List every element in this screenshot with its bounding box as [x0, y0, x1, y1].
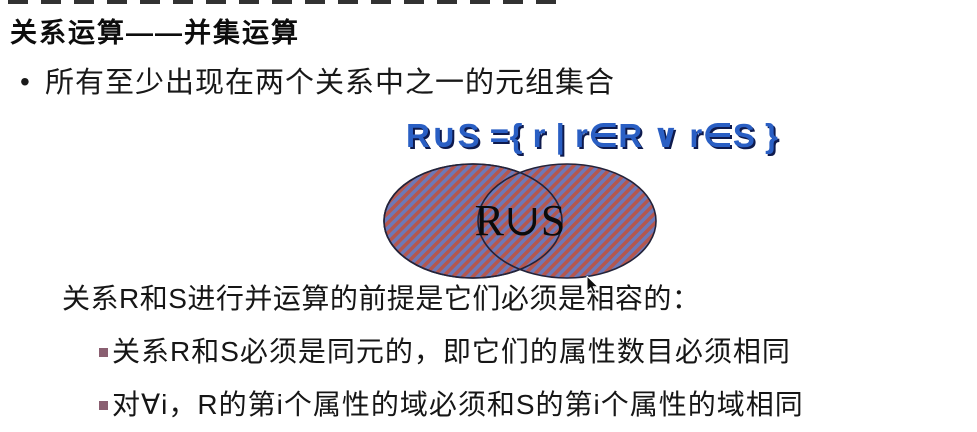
sub-bullet-arity: 关系R和S必须是同元的，即它们的属性数目必须相同 — [99, 336, 791, 368]
clipped-previous-line-artifact — [8, 0, 560, 4]
mouse-cursor-icon — [586, 276, 600, 295]
slide-title: 关系运算——并集运算 — [10, 18, 300, 48]
sub-bullet-domain: 对∀i，R的第i个属性的域必须和S的第i个属性的域相同 — [99, 389, 804, 421]
venn-right-ellipse — [477, 163, 657, 279]
premise-text: 关系R和S进行并运算的前提是它们必须是相容的： — [62, 283, 701, 314]
sub-bullet-text: 对∀i，R的第i个属性的域必须和S的第i个属性的域相同 — [112, 389, 804, 420]
intro-bullet-text: 所有至少出现在两个关系中之一的元组集合 — [45, 67, 616, 99]
bullet-marker: • — [20, 66, 30, 97]
sub-bullet-text: 关系R和S必须是同元的，即它们的属性数目必须相同 — [112, 336, 791, 367]
square-bullet-icon — [99, 401, 108, 410]
venn-overlap-label: R∪S — [475, 196, 566, 245]
union-formula: R∪S ={ r | r∈R ∨ r∈S } — [406, 117, 779, 154]
venn-left-ellipse-outline — [383, 163, 563, 279]
square-bullet-icon — [99, 348, 108, 357]
venn-diagram: R∪S — [383, 163, 657, 279]
